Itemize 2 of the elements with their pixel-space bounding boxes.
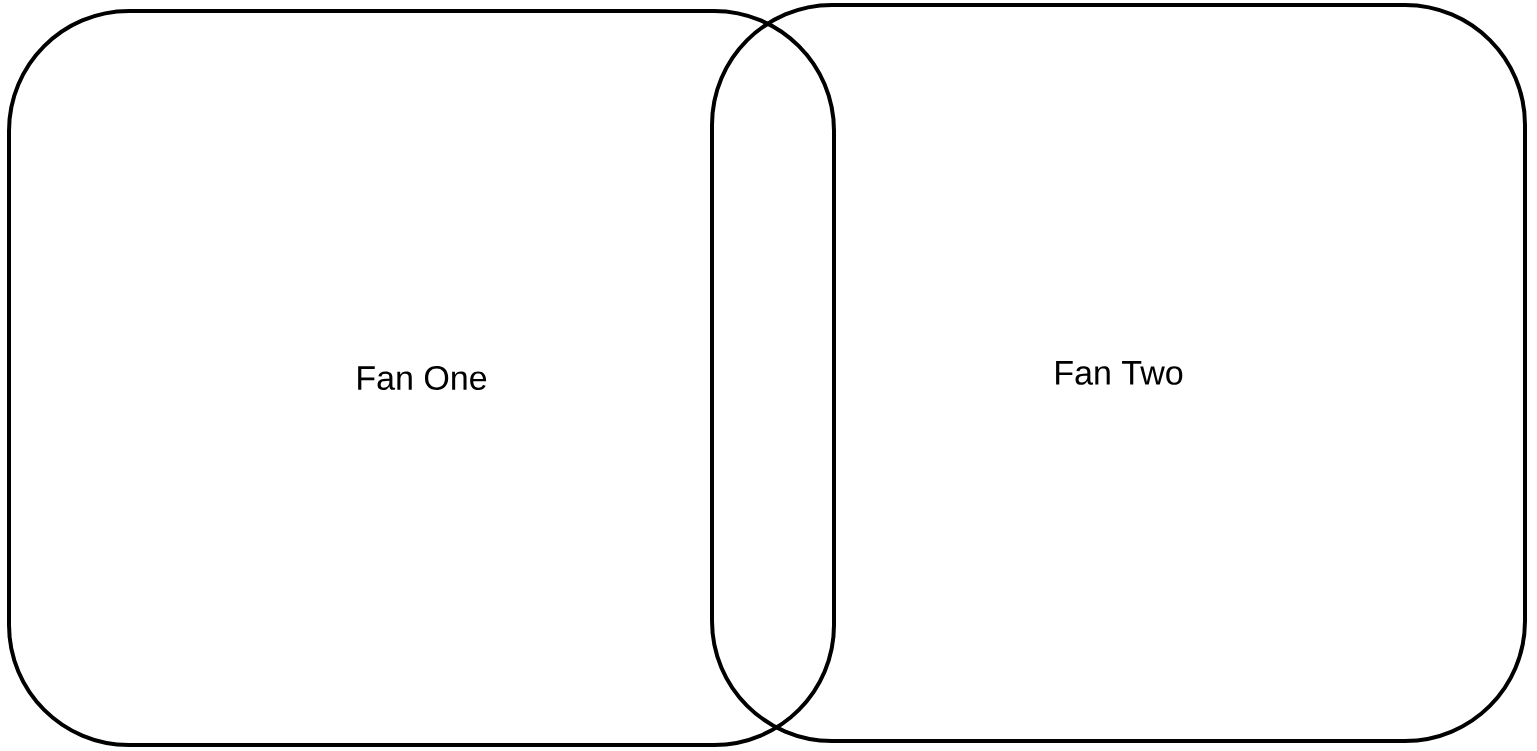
rounded-box: Fan One: [7, 9, 836, 747]
rounded-box: Fan Two: [710, 3, 1527, 743]
